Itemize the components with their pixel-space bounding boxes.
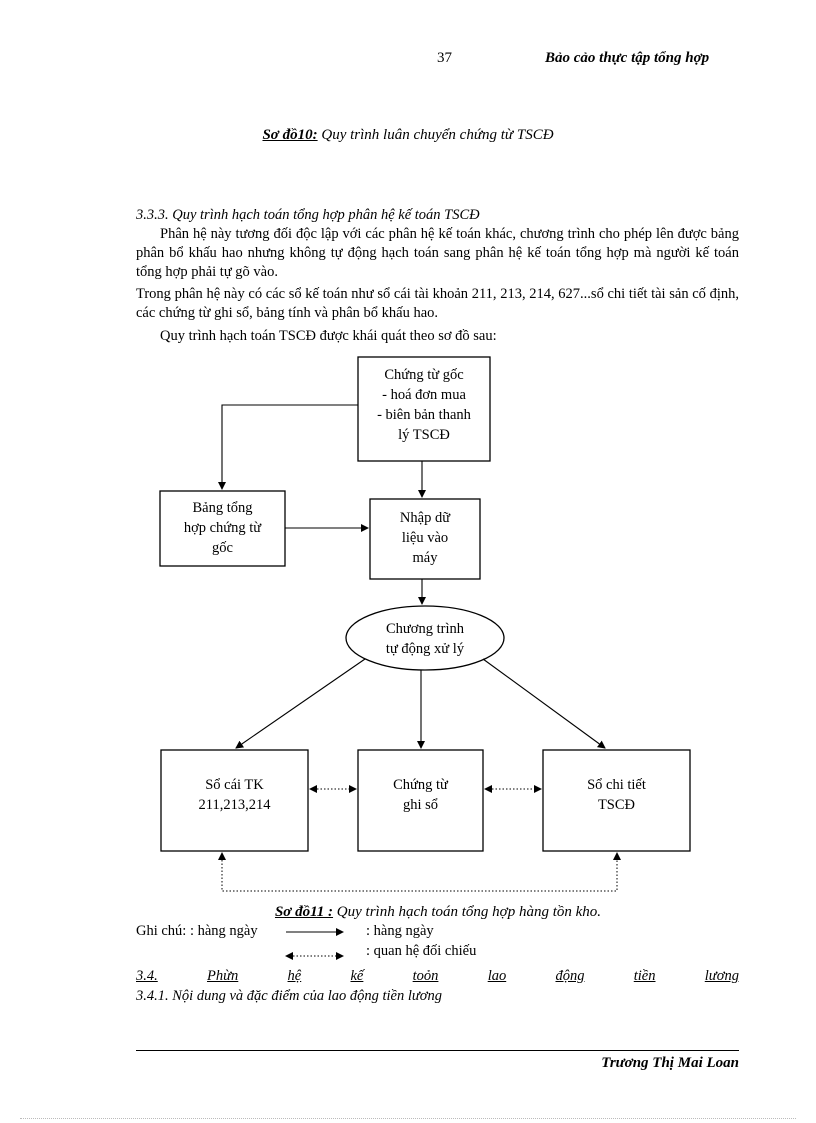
vouchers-text: Chứng từ ghi sổ	[393, 777, 448, 813]
legend-label: Ghi chú: : hàng ngày	[136, 923, 258, 939]
section-333-paragraph-2: Trong phân hệ này có các sổ kế toán như …	[136, 286, 739, 321]
diagram-10-text: Quy trình luân chuyển chứng từ TSCĐ	[317, 127, 554, 143]
footer-author: Trương Thị Mai Loan	[601, 1055, 739, 1071]
detail-ledger-text: Sổ chi tiết TSCĐ	[587, 777, 646, 813]
diagram-11-text: Quy trình hạch toán tổng hợp hàng tồn kh…	[333, 904, 602, 920]
page-bottom-border	[20, 1118, 796, 1119]
arrow-source-to-summary	[218, 404, 358, 490]
arrow-program-to-detail	[482, 658, 606, 749]
ledger-box	[160, 749, 309, 852]
data-entry-text: Nhập dữ liệu vào máy	[399, 510, 451, 566]
arrow-program-to-ledger	[235, 658, 366, 749]
auto-program-text: Chương trình tự động xử lý	[385, 621, 465, 657]
section-333-heading: 3.3.3. Quy trình hạch toán tổng hợp phân…	[136, 207, 480, 223]
report-title: Bảo cảo thực tập tổng hợp	[545, 50, 710, 66]
footer-divider	[136, 1050, 739, 1051]
detail-ledger-box	[542, 749, 691, 852]
page-number: 37	[437, 50, 452, 66]
diagram-11-label: Sơ đồ11 :	[274, 904, 334, 920]
diagram-11-caption: Sơ đồ11 : Quy trình hạch toán tổng hợp h…	[0, 904, 816, 921]
auto-program-ellipse	[345, 605, 505, 671]
legend-reconcile: : quan hệ đối chiếu	[366, 943, 477, 959]
vouchers-box	[357, 749, 484, 852]
section-333-paragraph-1: Phân hệ này tương đối độc lập với các ph…	[136, 226, 739, 280]
section-34-heading: 3.4. Phừn hệ kế toỏn lao động tiền lương	[136, 968, 739, 984]
reconcile-ledger-detail	[218, 852, 621, 892]
legend-daily: : hàng ngày	[366, 923, 434, 939]
section-341-heading: 3.4.1. Nội dung và đặc điểm của lao động…	[136, 988, 443, 1004]
summary-table-text: Bảng tổng hợp chứng từ gốc	[183, 500, 262, 556]
ledger-text: Sổ cái TK 211,213,214	[198, 777, 271, 813]
diagram-10-caption: Sơ đồ10: Quy trình luân chuyển chứng từ …	[0, 127, 816, 144]
diagram-10-label: Sơ đồ10:	[262, 127, 318, 143]
data-entry-box	[369, 498, 481, 580]
source-docs-text: Chứng từ gốc - hoá đơn mua - biên bản th…	[377, 367, 471, 443]
section-333-paragraph-3: Quy trình hạch toán TSCĐ được khái quát …	[160, 328, 497, 344]
source-docs-box	[357, 356, 491, 462]
